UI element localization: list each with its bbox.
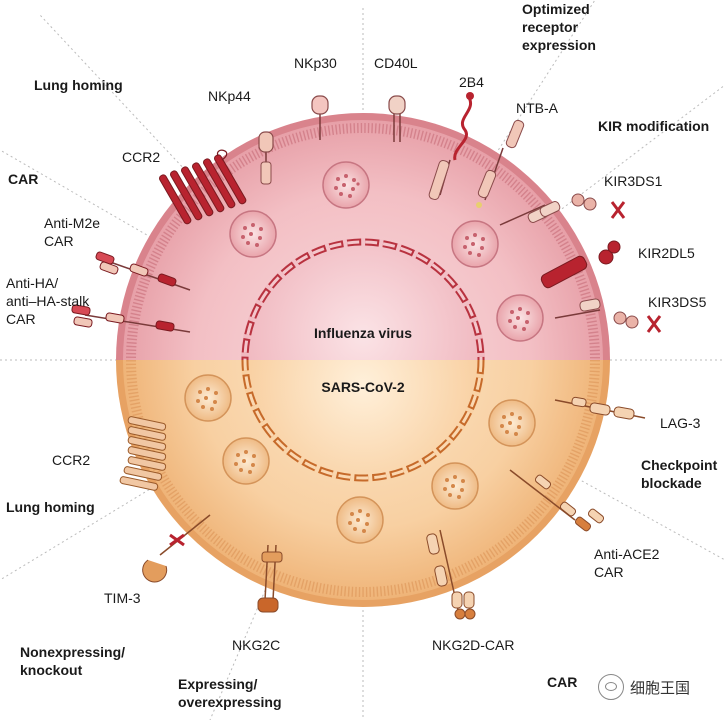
granules	[184, 161, 544, 544]
anti-ace2-car-receptor	[509, 469, 605, 532]
ntba-label: NTB-A	[516, 100, 558, 116]
2b4-label: 2B4	[459, 74, 484, 90]
kir3ds5-receptor	[554, 298, 662, 333]
granule	[451, 220, 499, 268]
nkg2c-receptor	[257, 544, 283, 613]
ccr2-bottom-label: CCR2	[52, 452, 91, 468]
anti-m2e-car-receptor	[95, 251, 191, 291]
ccr2-bottom-receptor	[119, 416, 167, 491]
nkg2d-car-receptor	[426, 529, 476, 620]
ccr2-top-receptor	[159, 149, 247, 225]
cd40l-label: CD40L	[374, 55, 418, 71]
anti-ha-car-receptor	[71, 304, 191, 333]
nkg2d-car-label: NKG2D-CAR	[432, 637, 515, 653]
tim3-label: TIM-3	[104, 590, 141, 606]
anti-ha-car-label: Anti-HA/ anti–HA-stalk CAR	[6, 275, 90, 327]
kir3ds1-receptor	[499, 193, 626, 226]
expressing-label: Expressing/ overexpressing	[178, 676, 282, 710]
kir3ds1-label: KIR3DS1	[604, 173, 663, 189]
watermark: 细胞王国	[598, 674, 690, 700]
wechat-icon	[598, 674, 624, 700]
car-bottom-label: CAR	[547, 674, 578, 690]
kir-modification-label: KIR modification	[598, 118, 710, 134]
nkp44-label: NKp44	[208, 88, 251, 104]
kir2dl5-receptor	[540, 240, 621, 289]
nkp30-label: NKp30	[294, 55, 337, 71]
lung-homing-top-label: Lung homing	[34, 77, 123, 93]
kir3ds5-label: KIR3DS5	[648, 294, 707, 310]
tim3-receptor	[142, 514, 211, 583]
granule	[184, 374, 232, 422]
ntba-receptor	[476, 119, 525, 208]
nucleus-bottom	[241, 360, 485, 482]
nkp30-receptor	[311, 95, 329, 140]
lag3-receptor	[554, 396, 646, 420]
kir2dl5-label: KIR2DL5	[638, 245, 695, 261]
granule	[336, 496, 384, 544]
nonexpressing-label: Nonexpressing/ knockout	[20, 644, 126, 678]
granule	[431, 462, 479, 510]
granule	[222, 437, 270, 485]
optimized-receptor-label: Optimized receptor expression	[522, 1, 596, 53]
receptors-top	[71, 92, 662, 333]
nucleus-top	[241, 238, 485, 360]
granule	[322, 161, 370, 209]
nkp44-receptor	[258, 131, 274, 185]
granule	[488, 399, 536, 447]
ccr2-top-label: CCR2	[122, 149, 161, 165]
car-top-label: CAR	[8, 171, 39, 187]
cd40l-receptor	[388, 95, 406, 142]
granule	[496, 294, 544, 342]
lag3-label: LAG-3	[660, 415, 701, 431]
checkpoint-blockade-label: Checkpoint blockade	[641, 457, 718, 491]
granule	[229, 210, 277, 258]
anti-m2e-car-label: Anti-M2e CAR	[44, 215, 101, 249]
influenza-virus-label: Influenza virus	[314, 325, 412, 341]
anti-ace2-car-label: Anti-ACE2 CAR	[594, 546, 660, 580]
nkg2c-label: NKG2C	[232, 637, 281, 653]
lung-homing-bottom-label: Lung homing	[6, 499, 95, 515]
watermark-text: 细胞王国	[630, 679, 691, 697]
2b4-receptor	[428, 92, 474, 201]
receptors-bottom	[119, 396, 646, 620]
sars-cov-2-label: SARS-CoV-2	[321, 379, 404, 395]
